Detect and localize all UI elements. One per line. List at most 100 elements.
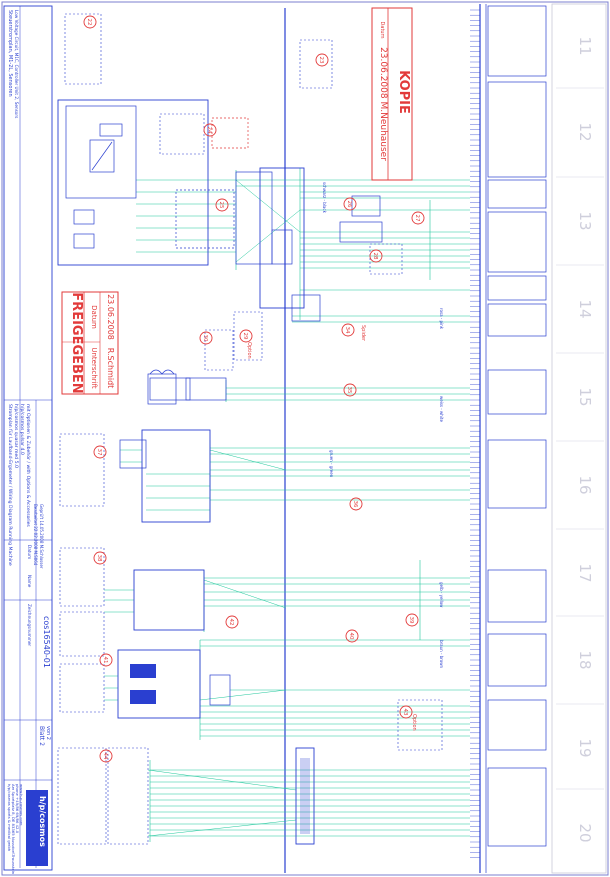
kopie-stamp: KOPIE Datum 23.06.2008 M.Neuhauser <box>371 7 413 181</box>
freigegeben-stamp: FREIGEGEBEN Datum Unterschrift 23.06.200… <box>61 291 119 395</box>
drawing-number: cos16540-01 <box>42 616 51 668</box>
svg-text:35: 35 <box>346 387 352 394</box>
kopie-date-label: Datum <box>379 22 385 39</box>
svg-text:26: 26 <box>346 201 352 208</box>
marker-23: 23 <box>315 53 329 67</box>
svg-text:43: 43 <box>402 709 408 716</box>
cable-label-2: rosa - pink <box>439 308 444 330</box>
svg-text:23: 23 <box>318 57 324 64</box>
spider-label: Spider <box>360 325 366 342</box>
marker-41: 41 <box>99 653 113 667</box>
wire <box>203 579 287 609</box>
logo-text: h/p/cosmos <box>38 796 47 847</box>
cable-label-1: schwarz - black <box>322 182 327 214</box>
title-line-2: Low Voltage Circuit, M1C, Controller Uni… <box>14 10 19 118</box>
marker-28: 28 <box>369 249 383 263</box>
marker-39: 39 <box>405 613 419 627</box>
column-number: 11 <box>576 36 594 55</box>
svg-text:39: 39 <box>408 617 414 624</box>
marker-26: 26 <box>343 197 357 211</box>
freigegeben-date-label: Datum <box>90 305 98 329</box>
wire <box>209 449 287 471</box>
column-number: 12 <box>576 122 594 141</box>
svg-text:29: 29 <box>242 333 248 340</box>
freigegeben-date: 23.06.2008 <box>106 294 115 340</box>
column-strip: 11 12 13 14 15 16 17 18 19 20 <box>551 3 607 874</box>
marker-43: 43 <box>399 705 413 719</box>
meta-value-edited: Bearbeitet 22.02.2008 M.S064 <box>33 504 38 566</box>
svg-text:36: 36 <box>352 501 358 508</box>
column-number: 16 <box>576 475 594 494</box>
wire <box>199 689 287 701</box>
wire-runs <box>104 168 470 842</box>
kopie-title: KOPIE <box>396 70 411 114</box>
svg-text:28: 28 <box>372 253 378 260</box>
column-number: 18 <box>576 650 594 669</box>
meta-label-name: Name <box>27 575 32 588</box>
sheet-label: Blatt 2 <box>38 726 45 746</box>
cable-label-3: weiss - white <box>439 396 444 422</box>
svg-text:37: 37 <box>96 449 102 456</box>
freigegeben-sign-label: Unterschrift <box>90 347 98 389</box>
column-number: 20 <box>576 823 594 842</box>
wire <box>147 819 297 837</box>
svg-text:27: 27 <box>414 215 420 222</box>
marker-34: 34 <box>341 323 355 337</box>
column-number: 13 <box>576 211 594 230</box>
meta-value-checked: Geprüft 14.05.2008 M.Schlosser <box>39 504 44 569</box>
cable-label-6: gelb - yellow <box>439 582 444 608</box>
marker-40: 40 <box>345 629 359 643</box>
svg-text:22: 22 <box>86 19 92 26</box>
marker-30: 30 <box>199 331 213 345</box>
column-number: 17 <box>576 563 594 582</box>
marker-24: 24 <box>203 123 217 137</box>
cable-label-5: braun - brown <box>439 640 444 669</box>
freigegeben-title: FREIGEGEBEN <box>69 292 84 393</box>
column-number: 15 <box>576 387 594 406</box>
svg-text:38: 38 <box>96 555 102 562</box>
marker-29: 29 <box>239 329 253 343</box>
subtitle-line-4: mit Optionen & Zubehör / with Options & … <box>25 404 31 527</box>
sheet-of: von 2 <box>45 726 51 740</box>
marker-35: 35 <box>343 383 357 397</box>
marker-22: 22 <box>83 15 97 29</box>
marker-27: 27 <box>411 211 425 225</box>
wire <box>235 179 301 233</box>
column-number: 19 <box>576 738 594 757</box>
column-number: 14 <box>576 299 594 318</box>
svg-text:34: 34 <box>344 327 350 334</box>
svg-text:40: 40 <box>348 633 354 640</box>
title-block: Steuerstromplan, M1-2L, Sensoren Low Vol… <box>3 5 53 875</box>
company-line-1: h/p/cosmos sports & medical gmbh <box>7 784 12 852</box>
svg-text:24: 24 <box>206 127 212 134</box>
option-label-1: Option <box>246 342 252 359</box>
freigegeben-signature: R.Schmidt <box>106 348 115 389</box>
logo-box <box>26 790 48 866</box>
option-label-2: Option <box>411 714 417 731</box>
small-labels: Spider Option Option schwarz - black ros… <box>246 182 444 731</box>
svg-text:44: 44 <box>102 753 108 760</box>
meta-label-date: Datum <box>27 545 32 559</box>
marker-37: 37 <box>93 445 107 459</box>
svg-text:25: 25 <box>218 202 224 209</box>
left-component-blocks <box>57 13 443 845</box>
controller-connector-panel <box>470 4 547 873</box>
cable-label-4: gruen - green <box>329 450 334 478</box>
subtitle-line-1: Stromplan für Laufband-Ergometer / Wirin… <box>7 404 13 566</box>
marker-44: 44 <box>99 749 113 763</box>
company-line-2: Am Sportplatz 8, DE 83365 Nussdorf-Traun… <box>11 784 16 875</box>
subtitle-line-2: h/p/cosmos quasar med 5.0 <box>13 404 19 468</box>
svg-text:30: 30 <box>202 335 208 342</box>
marker-38: 38 <box>93 551 107 565</box>
kopie-line: 23.06.2008 M.Neuhauser <box>378 47 388 161</box>
marker-25: 25 <box>215 198 229 212</box>
marker-36: 36 <box>349 497 363 511</box>
svg-text:42: 42 <box>228 619 234 626</box>
meta-label-drawing: Zeichnungsnummer <box>27 604 32 646</box>
subtitle-line-3: h/p/cosmos pulsar 4.0 <box>19 404 25 455</box>
company-line-3: phone +49/86 69/86 42-0 <box>15 784 20 834</box>
title-line-1: Steuerstromplan, M1-2L, Sensoren <box>7 10 13 97</box>
